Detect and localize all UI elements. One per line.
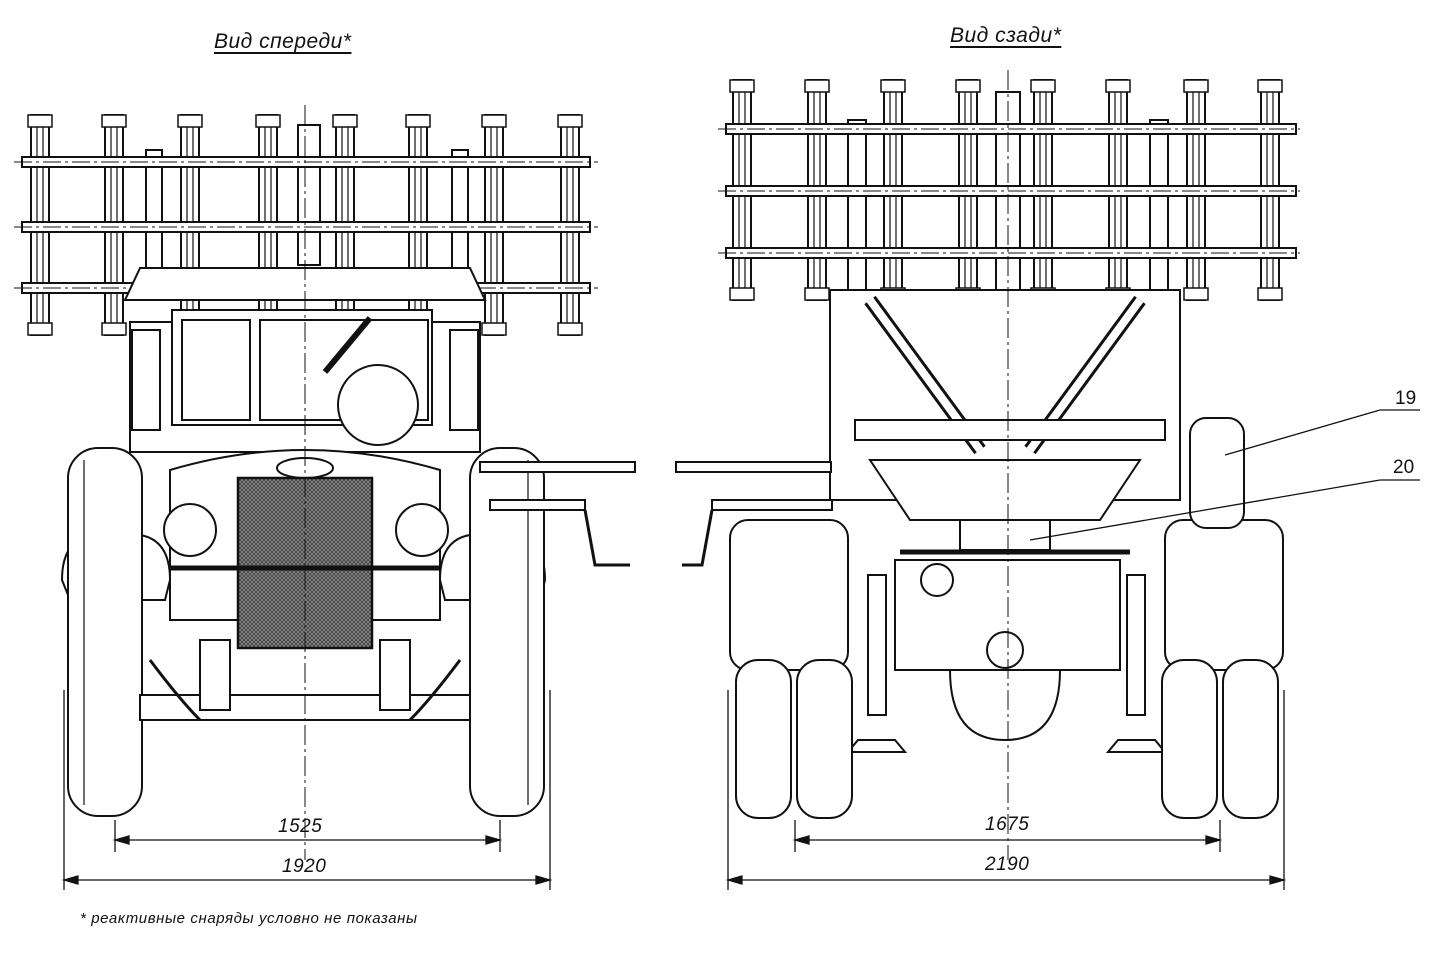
rear-launcher-rails xyxy=(718,79,1300,301)
front-launcher-rails xyxy=(14,114,598,336)
front-view-title: Вид спереди* xyxy=(214,30,352,53)
rear-view-title: Вид сзади* xyxy=(950,24,1062,47)
front-track-dimension: 1525 xyxy=(278,816,323,837)
rear-width-dimension: 2190 xyxy=(985,854,1030,875)
callout-19: 19 xyxy=(1395,388,1417,409)
footnote: * реактивные снаряды условно не показаны xyxy=(80,910,418,927)
dimension-lines xyxy=(61,690,1287,890)
rear-view xyxy=(675,70,1420,860)
front-view xyxy=(14,105,636,860)
front-width-dimension: 1920 xyxy=(282,856,327,877)
rear-track-dimension: 1675 xyxy=(985,814,1030,835)
callout-20: 20 xyxy=(1393,457,1415,478)
